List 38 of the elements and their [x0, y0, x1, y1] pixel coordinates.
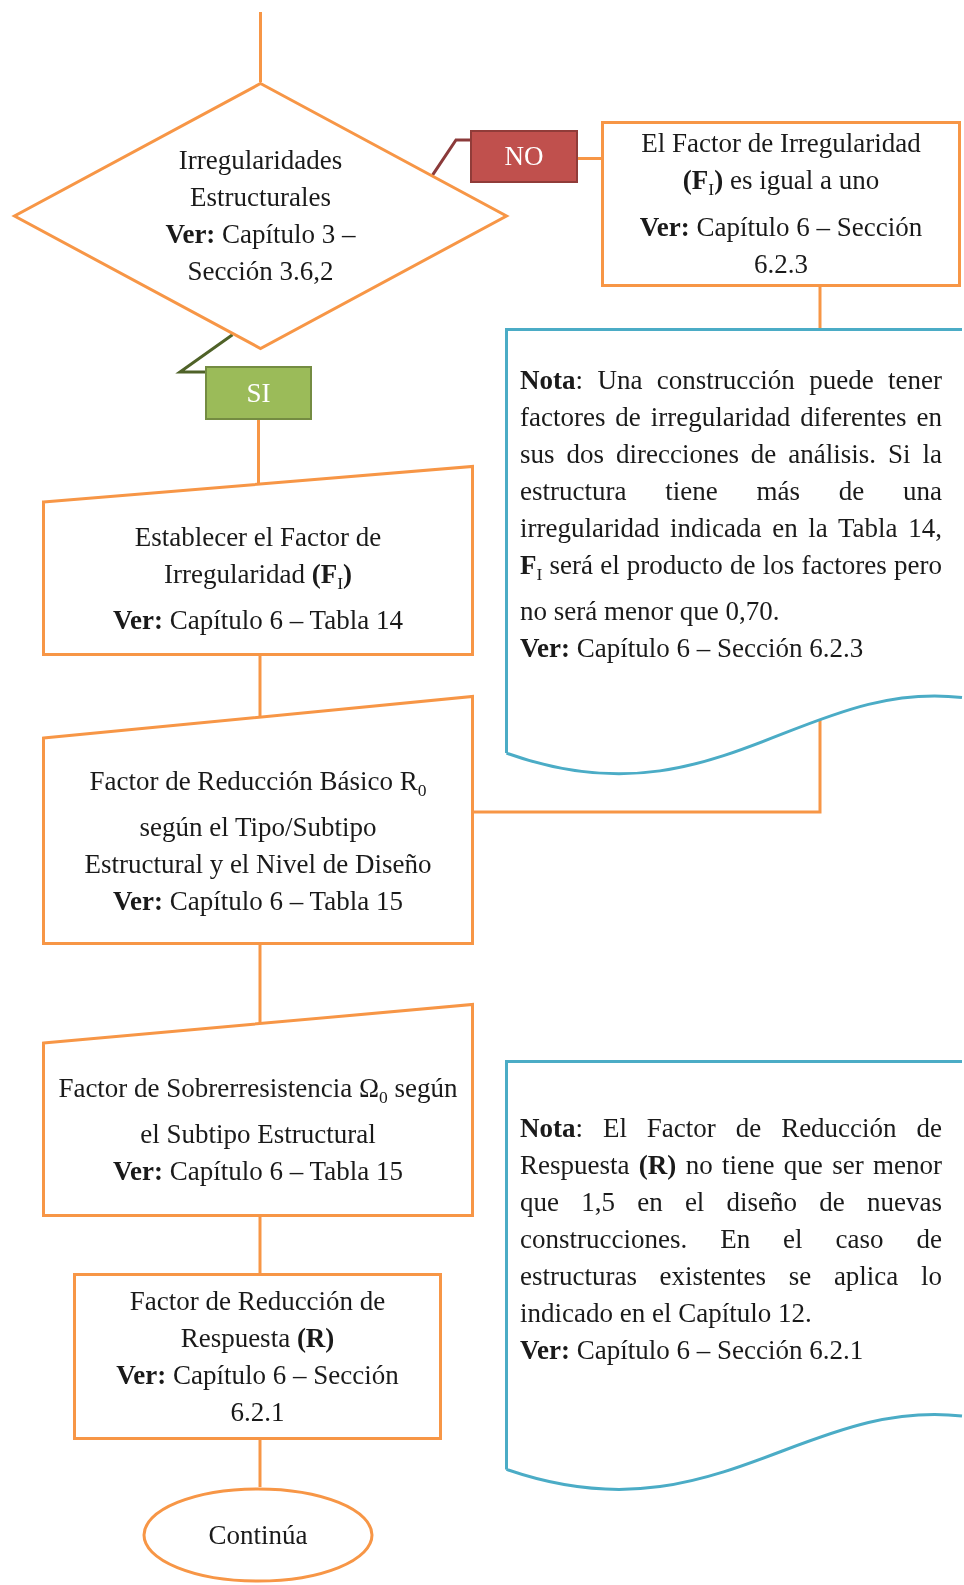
node-text: El Factor de Irregularidad (F$_{I}$) es igual a uno [640, 127, 922, 202]
terminator-ellipse [142, 1487, 374, 1583]
manual-input-box [42, 695, 474, 945]
node-text: Establecer el Factor de Irregularidad (F$_{I}$) [133, 520, 383, 596]
reference-text: Ver: Capítulo 6 – Tabla 15 [113, 885, 403, 919]
node-text: SI [246, 376, 271, 410]
node-text: Continúa [208, 1518, 308, 1552]
manual-input-box [42, 465, 474, 656]
reference-text: Ver: Capítulo 6 – Tabla 15 [113, 1155, 403, 1189]
connector-line [578, 157, 601, 160]
node-text: Irregularidades Estructurales [177, 144, 344, 214]
node-text: Factor de Reducción Básico R$_{0}$ según el Tipo/Subtipo Estructural y el Nivel de Diseño [83, 764, 433, 882]
connector-line [258, 1440, 262, 1487]
connector-line [258, 656, 262, 717]
connector-line [431, 138, 470, 176]
node-text: NO [504, 140, 544, 173]
manual-input-box [42, 1003, 474, 1217]
connector-line [257, 420, 260, 484]
reference-text: Ver: Capítulo 6 – Sección 6.2.1 [115, 1358, 400, 1429]
reference-text: Ver: Capítulo 3 – Sección 3.6,2 [164, 218, 357, 288]
reference-text: Ver: Capítulo 6 – Sección 6.2.3 [638, 210, 924, 281]
connector-line [474, 719, 822, 814]
process-box [601, 121, 961, 287]
node-text: Factor de Reducción de Respuesta (R) [128, 1284, 387, 1355]
reference-text: Ver: Capítulo 6 – Sección 6.2.3 [520, 632, 865, 666]
connector-line [258, 945, 262, 1023]
connector-line [175, 333, 234, 374]
node-text: Factor de Sobrerresistencia Ω$_{0}$ según el Subtipo Estructural [58, 1071, 458, 1152]
answer-tag [205, 366, 312, 420]
reference-text: Ver: Capítulo 6 – Tabla 14 [113, 604, 403, 638]
process-box [73, 1273, 442, 1440]
node-text: Nota: El Factor de Reducción de Respuesta (R) no tiene que ser menor que 1,5 en el diseño de nuevas construcciones. En el caso de estructuras existentes se aplica lo indicado en el Capítulo 12. [520, 1112, 942, 1330]
answer-tag [470, 130, 578, 183]
connector-line [259, 12, 262, 82]
connector-line [818, 287, 822, 328]
connector-line [258, 1217, 262, 1273]
reference-text: Ver: Capítulo 6 – Sección 6.2.1 [520, 1334, 865, 1367]
node-text: Nota: Una construcción puede tener factores de irregularidad diferentes en sus dos direcciones de análisis. Si la estructura tiene más de una irregularidad indicada en la Tabla 14, F$_{I}$ será el producto de los factores pero no será menor que 0,70. [520, 364, 942, 629]
